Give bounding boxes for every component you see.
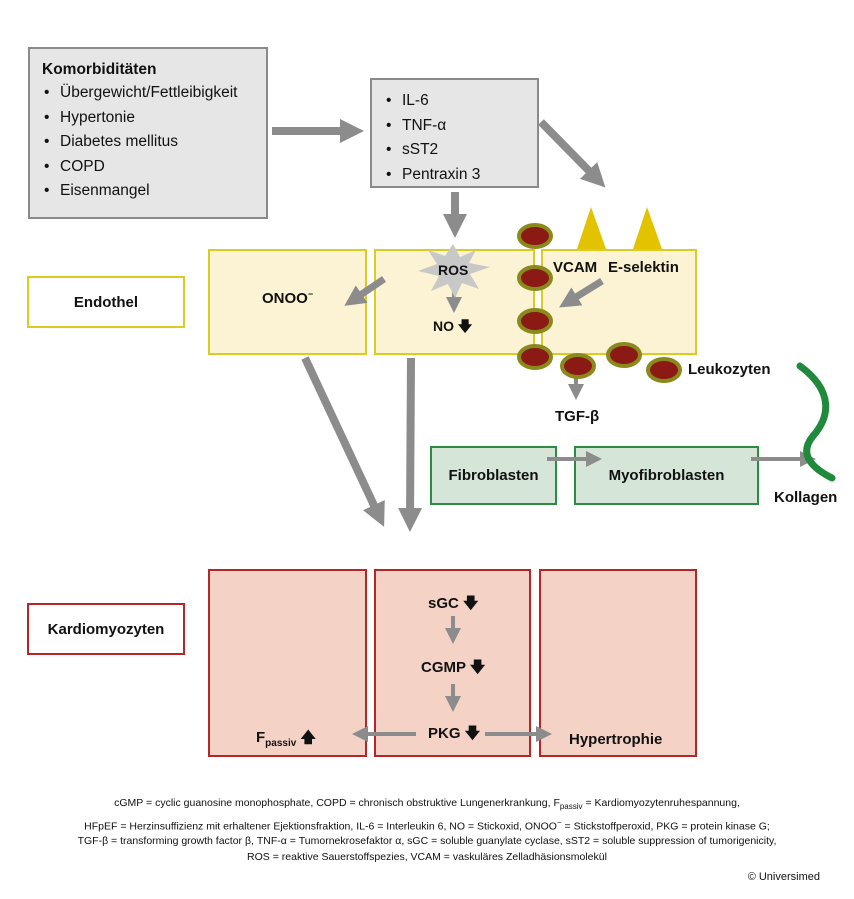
comorbidities-list: Übergewicht/FettleibigkeitHypertonieDiab… bbox=[42, 81, 266, 204]
endothel-label: Endothel bbox=[27, 276, 185, 328]
cgmp-label: CGMP 🡇 bbox=[421, 659, 486, 676]
footnote-line-2: HFpEF = Herzinsuffizienz mit erhaltener … bbox=[84, 817, 770, 833]
eselektin-label: E-selektin bbox=[608, 259, 679, 276]
kardiomyozyt-cell-right bbox=[539, 569, 697, 757]
list-item: Übergewicht/Fettleibigkeit bbox=[42, 81, 266, 106]
pkg-label: PKG 🡇 bbox=[428, 725, 481, 742]
arrow-vcam-to-cell bbox=[559, 278, 604, 308]
comorbidities-title: Komorbiditäten bbox=[42, 61, 157, 78]
arrow-cytokines-to-selectin bbox=[538, 119, 606, 188]
onoo-label: ONOO− bbox=[262, 289, 314, 307]
leukocyte-icon bbox=[517, 265, 553, 291]
list-item: Eisenmangel bbox=[42, 179, 266, 204]
kardiomyozyt-cell-middle bbox=[374, 569, 531, 757]
list-item: sST2 bbox=[384, 138, 537, 163]
leukocyte-icon bbox=[517, 308, 553, 334]
list-item: IL-6 bbox=[384, 89, 537, 114]
list-item: Pentraxin 3 bbox=[384, 163, 537, 188]
footnote: cGMP = cyclic guanosine monophosphate, C… bbox=[0, 796, 854, 865]
up-arrow-icon: 🡅 bbox=[300, 729, 316, 746]
no-label: NO 🡇 bbox=[433, 318, 473, 334]
kardiomyozyten-label: Kardiomyozyten bbox=[27, 603, 185, 655]
footnote-line-1: cGMP = cyclic guanosine monophosphate, C… bbox=[114, 797, 740, 812]
cytokines-list: IL-6TNF-αsST2Pentraxin 3 bbox=[384, 89, 537, 187]
list-item: Hypertonie bbox=[42, 106, 266, 131]
fpassiv-label: Fpassiv 🡅 bbox=[256, 729, 316, 749]
leukocyte-icon bbox=[646, 357, 682, 383]
tgf-label: TGF-β bbox=[555, 408, 600, 425]
kollagen-label: Kollagen bbox=[774, 489, 838, 506]
list-item: Diabetes mellitus bbox=[42, 130, 266, 155]
down-arrow-icon: 🡇 bbox=[457, 318, 473, 334]
down-arrow-icon: 🡇 bbox=[464, 725, 481, 742]
kardiomyozyt-cell-left bbox=[208, 569, 367, 757]
fibroblasten-box: Fibroblasten bbox=[430, 446, 557, 505]
down-arrow-icon: 🡇 bbox=[463, 595, 479, 612]
leukocyte-icon bbox=[560, 353, 596, 379]
myofibroblasten-box: Myofibroblasten bbox=[574, 446, 759, 505]
leukocyte-icons bbox=[517, 223, 682, 383]
arrow-ros-to-onoo bbox=[344, 276, 386, 306]
leukocyte-icon bbox=[606, 342, 642, 368]
collagen-fiber-icon bbox=[796, 362, 836, 482]
ros-label: ROS bbox=[438, 262, 469, 278]
leukocyte-icon bbox=[517, 344, 553, 370]
arrow-onoo-to-kardio bbox=[301, 356, 385, 527]
copyright: © Universimed bbox=[747, 871, 820, 883]
list-item: COPD bbox=[42, 155, 266, 180]
arrow-no-to-kardio bbox=[398, 357, 423, 532]
footnote-line-4: ROS = reaktive Sauerstoffspezies, VCAM =… bbox=[247, 850, 607, 863]
vcam-label: VCAM bbox=[553, 259, 598, 276]
leukozyten-label: Leukozyten bbox=[688, 361, 771, 378]
comorbidities-box: Komorbiditäten Übergewicht/Fettleibigkei… bbox=[28, 47, 268, 219]
list-item: TNF-α bbox=[384, 114, 537, 139]
cytokines-box: IL-6TNF-αsST2Pentraxin 3 bbox=[370, 78, 539, 188]
sgc-label: sGC 🡇 bbox=[428, 595, 479, 612]
selectin-triangle-icon bbox=[633, 207, 662, 249]
leukocyte-icon bbox=[517, 223, 553, 249]
selectin-triangle-icon bbox=[577, 207, 606, 249]
ros-star-icon bbox=[418, 244, 490, 298]
footnote-line-3: TGF-β = transforming growth factor β, TN… bbox=[77, 835, 777, 848]
hypertrophie-label: Hypertrophie bbox=[569, 731, 663, 748]
down-arrow-icon: 🡇 bbox=[469, 659, 486, 676]
